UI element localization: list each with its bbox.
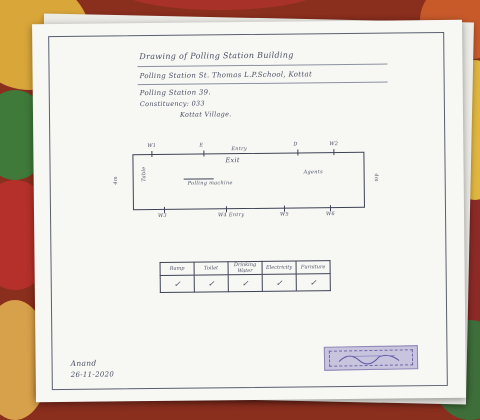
building-floor-plan: W1 E Entry D W2 Exit Table Polling machi… bbox=[113, 141, 379, 219]
table-row: ✓ ✓ ✓ ✓ ✓ bbox=[160, 273, 331, 293]
window-label-w1: W1 bbox=[147, 142, 157, 150]
heading-station-name: Polling Station St. Thomas L.P.School, K… bbox=[139, 70, 313, 81]
table-header-cell: Electricity bbox=[262, 261, 297, 275]
table-header-cell: Ramp bbox=[160, 262, 195, 276]
polling-machine-label: Polling machine bbox=[187, 180, 233, 187]
heading-station-number: Polling Station 39. bbox=[139, 88, 211, 98]
title-underline bbox=[137, 63, 388, 68]
door-label-e: E bbox=[199, 142, 204, 149]
heading-constituency: Constituency: 033 bbox=[139, 99, 205, 109]
check-mark-icon: ✓ bbox=[160, 275, 195, 293]
window-label-w2: W2 bbox=[329, 141, 339, 148]
left-dimension: 4m bbox=[112, 176, 119, 185]
table-label: Table bbox=[141, 166, 148, 182]
heading-title: Drawing of Polling Station Building bbox=[139, 50, 294, 62]
station-underline bbox=[137, 81, 388, 86]
table-header-cell: Toilet bbox=[194, 261, 229, 276]
right-dimension: 4m bbox=[372, 173, 379, 182]
signature-name: Anand bbox=[70, 358, 97, 368]
window-label-w6: W6 bbox=[326, 211, 335, 218]
check-mark-icon: ✓ bbox=[228, 274, 263, 292]
table-header-cell: Drinking Water bbox=[228, 261, 263, 275]
window-label-w4: W4 Entry bbox=[218, 212, 245, 219]
table-header-cell: Furniture bbox=[296, 260, 331, 275]
page-border: Drawing of Polling Station Building Poll… bbox=[48, 31, 448, 391]
stamp-scribble-icon bbox=[338, 354, 400, 365]
window-label-w3: W3 bbox=[158, 212, 167, 219]
window-label-w5: W5 bbox=[280, 211, 289, 218]
check-mark-icon: ✓ bbox=[194, 274, 229, 293]
agents-label: Agents bbox=[303, 169, 324, 176]
exit-label: Exit bbox=[225, 156, 240, 165]
facilities-table: Ramp Toilet Drinking Water Electricity F… bbox=[160, 260, 331, 293]
check-mark-icon: ✓ bbox=[262, 274, 297, 292]
signature-date: 26-11-2020 bbox=[70, 370, 115, 379]
heading-village: Kottat Village. bbox=[179, 110, 232, 119]
office-stamp-seal bbox=[323, 345, 419, 371]
entry-label-top: Entry bbox=[231, 146, 247, 153]
check-mark-icon: ✓ bbox=[296, 273, 331, 292]
door-label-d: D bbox=[293, 141, 298, 148]
